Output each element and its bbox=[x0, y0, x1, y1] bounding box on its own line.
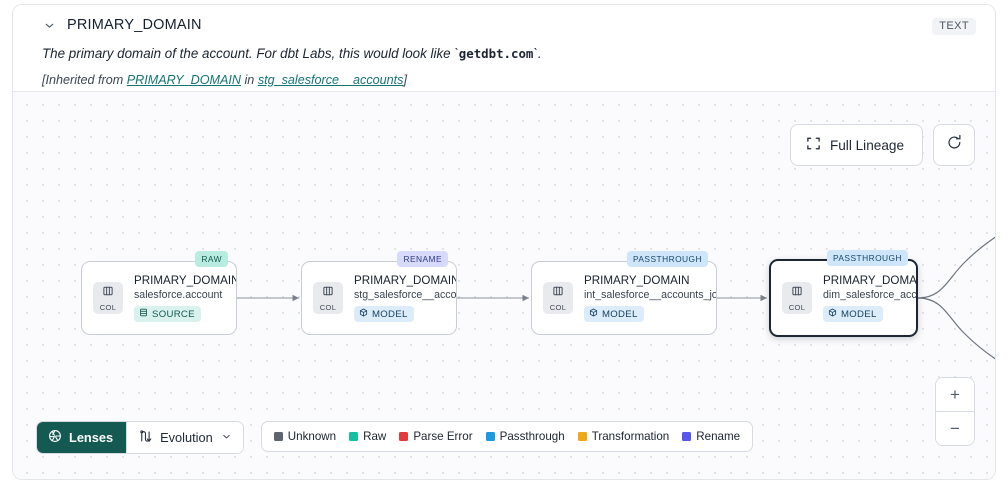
legend-item: Transformation bbox=[577, 430, 670, 443]
canvas-bottom-bar: Lenses Evolution bbox=[36, 421, 754, 454]
card-header: PRIMARY_DOMAIN TEXT The primary domain o… bbox=[13, 5, 995, 92]
lineage-node[interactable]: PASSTHROUGH COL PRIMARY_DOM bbox=[531, 251, 717, 335]
canvas-top-controls: Full Lineage bbox=[789, 124, 975, 166]
legend-swatch bbox=[682, 432, 692, 441]
node-kind-badge: MODEL bbox=[823, 306, 883, 322]
inherited-middle: in bbox=[241, 73, 258, 87]
inherited-prefix: [Inherited from bbox=[42, 73, 127, 87]
lineage-node-selected[interactable]: PASSTHROUGH COL PRIMARY_DOM bbox=[769, 250, 918, 337]
node-table-name: stg_salesforce__accounts bbox=[354, 289, 456, 301]
legend-label: Parse Error bbox=[413, 430, 473, 443]
node-tag: RENAME bbox=[397, 251, 448, 267]
type-badge: TEXT bbox=[932, 18, 976, 35]
aperture-icon bbox=[48, 429, 62, 446]
column-chip: COL bbox=[93, 282, 123, 314]
column-chip-label: COL bbox=[99, 303, 117, 312]
node-column-name: PRIMARY_DOMAIN bbox=[823, 274, 916, 287]
inherited-suffix: ] bbox=[403, 73, 407, 87]
database-icon bbox=[139, 308, 148, 320]
legend-label: Unknown bbox=[287, 430, 337, 443]
description-suffix: `. bbox=[533, 46, 542, 61]
legend-swatch bbox=[399, 432, 409, 441]
node-kind-label: SOURCE bbox=[152, 308, 195, 320]
column-chip-label: COL bbox=[788, 303, 806, 312]
node-table-name: salesforce.account bbox=[134, 289, 223, 301]
node-kind-label: MODEL bbox=[372, 308, 408, 320]
column-icon bbox=[322, 284, 334, 302]
page-title: PRIMARY_DOMAIN bbox=[67, 17, 202, 33]
lineage-canvas[interactable]: Full Lineage RAW bbox=[13, 92, 995, 479]
node-kind-badge: MODEL bbox=[584, 306, 644, 322]
column-icon bbox=[791, 284, 803, 302]
legend-item: Raw bbox=[349, 430, 386, 443]
legend-swatch bbox=[577, 432, 587, 441]
lineage-edges bbox=[237, 236, 995, 360]
title-row: PRIMARY_DOMAIN bbox=[41, 17, 202, 33]
zoom-in-button[interactable]: + bbox=[936, 378, 974, 412]
node-table-name: dim_salesforce_accounts bbox=[823, 289, 916, 301]
column-chip: COL bbox=[313, 282, 343, 314]
description-code: getdbt.com bbox=[458, 46, 534, 61]
node-column-name: PRIMARY_DOMAIN__C bbox=[134, 274, 236, 287]
inherited-from-line: [Inherited from PRIMARY_DOMAIN in stg_sa… bbox=[42, 73, 407, 87]
column-icon bbox=[102, 284, 114, 302]
cube-icon bbox=[828, 308, 837, 320]
zoom-out-button[interactable]: − bbox=[936, 412, 974, 445]
node-tag: PASSTHROUGH bbox=[826, 250, 908, 266]
column-detail-card: PRIMARY_DOMAIN TEXT The primary domain o… bbox=[12, 4, 996, 480]
inherited-table-link[interactable]: stg_salesforce__accounts bbox=[257, 73, 404, 87]
node-kind-label: MODEL bbox=[841, 308, 877, 320]
column-description: The primary domain of the account. For d… bbox=[42, 46, 542, 61]
lenses-label: Lenses bbox=[69, 430, 114, 445]
node-kind-label: MODEL bbox=[602, 308, 638, 320]
column-chip: COL bbox=[543, 282, 573, 314]
cube-icon bbox=[359, 308, 368, 320]
evolution-dropdown[interactable]: Evolution bbox=[126, 422, 243, 453]
legend-item: Unknown bbox=[273, 430, 337, 443]
legend-item: Passthrough bbox=[485, 430, 565, 443]
full-lineage-label: Full Lineage bbox=[829, 137, 904, 153]
column-chip-label: COL bbox=[319, 303, 337, 312]
node-kind-badge: SOURCE bbox=[134, 306, 201, 322]
legend-swatch bbox=[273, 432, 283, 441]
legend-label: Rename bbox=[696, 430, 741, 443]
legend-swatch bbox=[485, 432, 495, 441]
evolution-label: Evolution bbox=[160, 430, 213, 445]
lenses-evolution-group: Lenses Evolution bbox=[36, 421, 244, 454]
chevron-down-icon bbox=[221, 430, 232, 445]
lineage-node[interactable]: RENAME COL PRIMARY_DOMAIN bbox=[301, 251, 457, 335]
legend-label: Raw bbox=[363, 430, 387, 443]
column-chip: COL bbox=[782, 282, 812, 314]
legend-item: Parse Error bbox=[399, 430, 473, 443]
zoom-controls: + − bbox=[935, 377, 975, 446]
refresh-button[interactable] bbox=[933, 124, 975, 166]
expand-icon bbox=[806, 136, 821, 154]
lineage-legend: Unknown Raw Parse Error Passthrough bbox=[260, 421, 754, 452]
legend-label: Passthrough bbox=[499, 430, 565, 443]
refresh-icon bbox=[946, 134, 963, 156]
legend-label: Transformation bbox=[591, 430, 670, 443]
node-table-name: int_salesforce__accounts_joined bbox=[584, 289, 716, 301]
node-tag: PASSTHROUGH bbox=[626, 251, 708, 267]
full-lineage-button[interactable]: Full Lineage bbox=[789, 124, 923, 166]
cube-icon bbox=[589, 308, 598, 320]
chevron-down-icon[interactable] bbox=[41, 17, 57, 33]
node-column-name: PRIMARY_DOMAIN bbox=[584, 274, 690, 287]
inherited-column-link[interactable]: PRIMARY_DOMAIN bbox=[126, 73, 241, 87]
node-column-name: PRIMARY_DOMAIN bbox=[354, 274, 456, 287]
column-chip-label: COL bbox=[549, 303, 567, 312]
node-kind-badge: MODEL bbox=[354, 306, 414, 322]
legend-swatch bbox=[349, 432, 359, 441]
description-prefix: The primary domain of the account. For d… bbox=[42, 46, 459, 61]
lenses-button[interactable]: Lenses bbox=[37, 422, 127, 453]
column-icon bbox=[552, 284, 564, 302]
evolution-icon bbox=[138, 429, 152, 447]
lineage-node[interactable]: RAW COL PRIMARY_DOMAIN__C bbox=[81, 251, 237, 335]
node-tag: RAW bbox=[195, 251, 228, 267]
legend-item: Rename bbox=[682, 430, 740, 443]
